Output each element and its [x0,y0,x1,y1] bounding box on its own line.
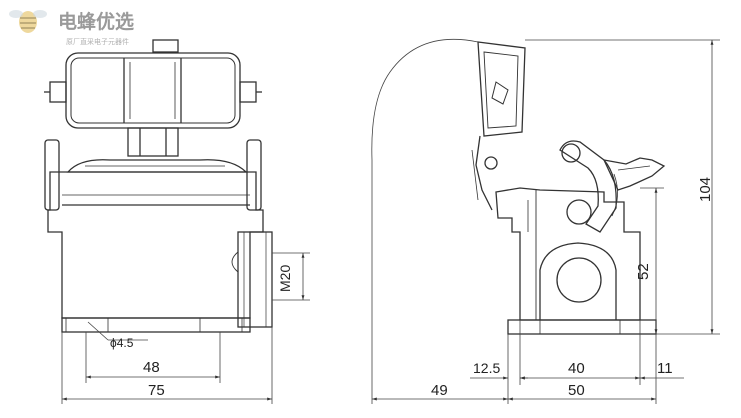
front-lever-left [44,139,60,211]
front-view [44,39,273,333]
dim-base-depth: 50 [568,382,585,399]
front-lever-right [246,139,262,211]
front-housing [47,171,264,319]
logo-subtitle: 原厂直采电子元器件 [66,37,129,46]
side-cable-boss [539,242,617,320]
brand-logo: 电蜂优选 原厂直采电子元器件 [9,10,134,46]
side-cable-hole [556,257,602,303]
dim-lever-height: 52 [635,263,652,280]
side-housing [495,187,641,321]
front-dimensions [61,252,310,404]
dim-offset-left: 12.5 [473,360,500,376]
front-rim [66,159,248,173]
side-lever [559,140,666,233]
dim-right-overhang: 11 [657,360,673,377]
dim-cover-swing: 49 [431,382,448,399]
dim-hole-diameter: ϕ4.5 [110,336,134,350]
front-cover [44,39,262,129]
side-dimensions [371,39,720,404]
side-pivot [566,199,592,225]
dim-total-height: 104 [697,177,714,202]
dim-thread: M20 [277,265,293,292]
dim-mounting-spacing: 48 [143,359,160,376]
front-hinge [127,127,179,157]
dim-mount-depth: 40 [568,360,585,377]
side-base [507,319,657,335]
side-view [471,41,666,335]
logo-title: 电蜂优选 [58,10,134,33]
bee-icon [9,10,47,33]
side-cover [471,41,526,211]
front-base [61,317,251,333]
front-cable-entry [237,231,273,328]
dim-base-width: 75 [148,382,165,399]
